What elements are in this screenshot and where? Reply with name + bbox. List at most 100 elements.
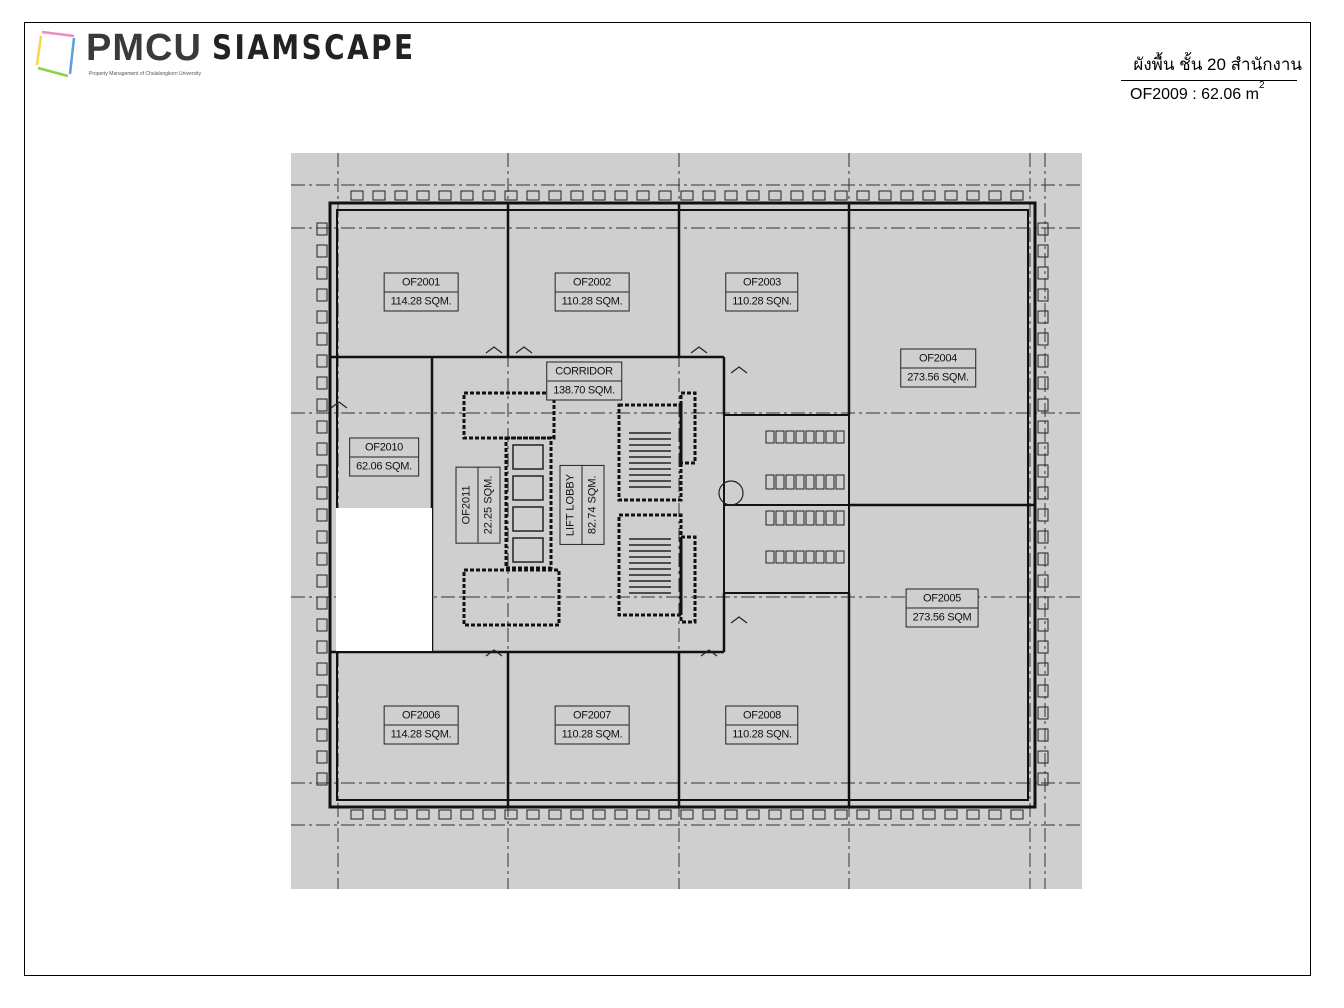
logo-product: SIAMSCAPE <box>212 28 416 68</box>
title-divider <box>1121 80 1297 81</box>
facade-mullion <box>658 809 672 820</box>
facade-mullion <box>614 190 628 201</box>
facade-mullion <box>1037 552 1049 566</box>
facade-mullion <box>746 809 760 820</box>
room-id: CORRIDOR <box>555 365 613 378</box>
toilet-fixture <box>835 510 845 526</box>
facade-mullion <box>570 809 584 820</box>
room-label-of2008[interactable]: OF2008 110.28 SQN. <box>725 705 799 745</box>
facade-mullion <box>1037 640 1049 654</box>
toilet-fixture <box>805 550 815 564</box>
room-id: OF2004 <box>919 352 957 365</box>
room-label-lift-lobby[interactable]: LIFT LOBBY 82.74 SQM. <box>559 464 605 546</box>
toilet-fixture <box>795 550 805 564</box>
room-id: LIFT LOBBY <box>564 473 577 537</box>
toilet-fixture <box>785 550 795 564</box>
toilet-fixture <box>815 510 825 526</box>
toilet-fixture <box>775 474 785 490</box>
facade-mullion <box>1010 809 1024 820</box>
toilet-fixture <box>835 430 845 444</box>
unit-area-label: OF2009 : 62.06 m2 <box>1130 81 1265 105</box>
facade-mullion <box>504 190 518 201</box>
facade-mullion <box>790 809 804 820</box>
facade-mullion <box>316 596 328 610</box>
facade-mullion <box>1037 486 1049 500</box>
facade-mullion <box>966 809 980 820</box>
facade-mullion <box>812 190 826 201</box>
room-area: 273.56 SQM. <box>901 367 975 387</box>
door-swing <box>515 346 533 354</box>
room-area: 110.28 SQN. <box>726 724 798 744</box>
door-swing <box>718 480 744 506</box>
facade-mullion <box>316 332 328 346</box>
room-area: 82.74 SQM. <box>581 465 604 545</box>
facade-mullion <box>702 190 716 201</box>
facade-mullion <box>316 750 328 764</box>
toilet-fixture <box>765 550 775 564</box>
page-frame <box>24 22 1311 976</box>
facade-mullion <box>746 190 760 201</box>
shaft <box>679 535 697 624</box>
facade-mullion <box>460 190 474 201</box>
facade-mullion <box>944 809 958 820</box>
room-label-of2007[interactable]: OF2007 110.28 SQM. <box>554 705 630 745</box>
facade-mullion <box>394 190 408 201</box>
room-area: 110.28 SQM. <box>555 291 629 311</box>
room-area: 62.06 SQM. <box>350 456 418 476</box>
room-id: OF2001 <box>402 276 440 289</box>
facade-mullion <box>372 809 386 820</box>
facade-mullion <box>416 190 430 201</box>
room-id: OF2007 <box>573 709 611 722</box>
facade-mullion <box>316 222 328 236</box>
facade-mullion <box>1037 332 1049 346</box>
room-id: OF2005 <box>923 592 961 605</box>
toilet-fixture <box>775 550 785 564</box>
floor-plan-title: ผังพื้น ชั้น 20 สำนักงาน <box>1133 55 1302 74</box>
toilet-fixture <box>785 510 795 526</box>
facade-mullion <box>394 809 408 820</box>
facade-mullion <box>438 809 452 820</box>
room-label-of2004[interactable]: OF2004 273.56 SQM. <box>900 348 976 388</box>
room-area: 110.28 SQM. <box>555 724 629 744</box>
facade-mullion <box>316 706 328 720</box>
facade-mullion <box>944 190 958 201</box>
facade-mullion <box>526 809 540 820</box>
toilet-fixture <box>815 550 825 564</box>
facade-mullion <box>316 266 328 280</box>
logo-mark-icon <box>35 30 76 78</box>
facade-mullion <box>614 809 628 820</box>
facade-mullion <box>316 640 328 654</box>
toilet-fixture <box>825 430 835 444</box>
facade-mullion <box>1037 772 1049 786</box>
facade-mullion <box>1037 420 1049 434</box>
facade-mullion <box>316 662 328 676</box>
facade-mullion <box>1037 618 1049 632</box>
facade-mullion <box>372 190 386 201</box>
facade-mullion <box>570 190 584 201</box>
facade-mullion <box>482 190 496 201</box>
facade-mullion <box>316 772 328 786</box>
facade-mullion <box>316 618 328 632</box>
facade-mullion <box>768 809 782 820</box>
toilet-fixture <box>825 474 835 490</box>
toilet-fixture <box>785 430 795 444</box>
stair-north <box>617 403 683 502</box>
facade-mullion <box>1037 574 1049 588</box>
door-swing <box>690 346 708 354</box>
room-id: OF2008 <box>743 709 781 722</box>
highlighted-unit-area[interactable] <box>336 508 432 651</box>
facade-mullion <box>1037 530 1049 544</box>
facade-mullion <box>900 809 914 820</box>
room-area: 114.28 SQM. <box>384 724 458 744</box>
logo-tagline: Property Management of Chulalongkorn Uni… <box>89 71 201 77</box>
facade-mullion <box>1037 728 1049 742</box>
